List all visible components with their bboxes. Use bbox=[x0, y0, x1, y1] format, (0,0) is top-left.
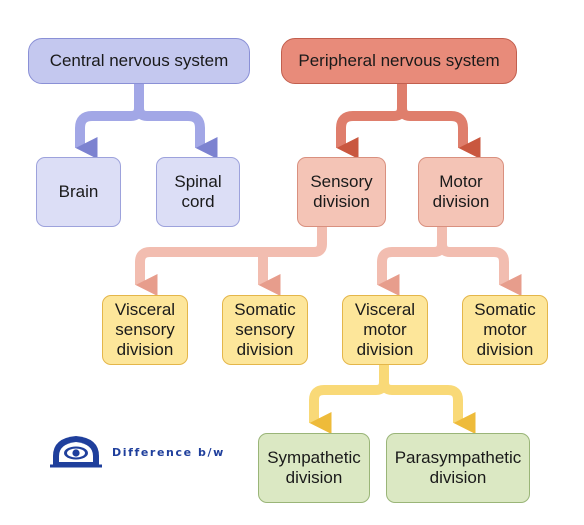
brain-label: Brain bbox=[58, 182, 99, 201]
pns-connector bbox=[336, 84, 481, 160]
central-nervous-system-node: Central nervous system bbox=[28, 38, 250, 84]
logo-text: Difference b/w bbox=[112, 446, 225, 459]
central-nervous-system-label: Central nervous system bbox=[49, 51, 229, 70]
cns-connector bbox=[75, 84, 218, 160]
visceral-motor-connector bbox=[309, 365, 476, 435]
peripheral-nervous-system-node: Peripheral nervous system bbox=[281, 38, 517, 84]
difference-bw-logo: Difference b/w bbox=[50, 432, 225, 473]
brain-node: Brain bbox=[36, 157, 121, 227]
sensory-connector bbox=[135, 227, 327, 297]
peripheral-nervous-system-label: Peripheral nervous system bbox=[298, 51, 500, 70]
motor-connector bbox=[377, 227, 522, 297]
eye-in-hands-icon bbox=[50, 432, 102, 473]
